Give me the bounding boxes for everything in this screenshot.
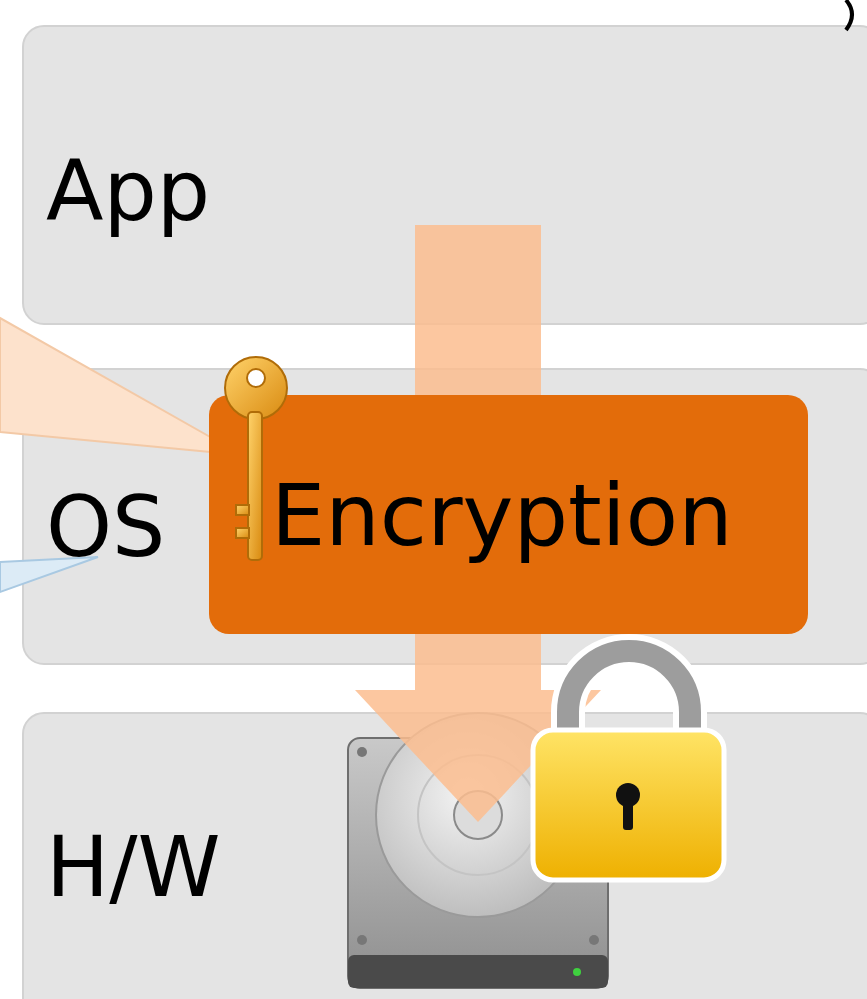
layer-label: H/W (46, 825, 221, 909)
layer-label: OS (46, 485, 165, 569)
layer-label: Encryption (271, 472, 733, 558)
callout-wedge (0, 557, 98, 592)
callout-wedge (0, 318, 242, 455)
flow-arrow (415, 225, 541, 405)
process-box: Encryption (209, 395, 808, 634)
padlock (533, 651, 724, 880)
layer-label: App (46, 149, 210, 233)
bracket (846, 0, 852, 30)
key (225, 357, 287, 560)
